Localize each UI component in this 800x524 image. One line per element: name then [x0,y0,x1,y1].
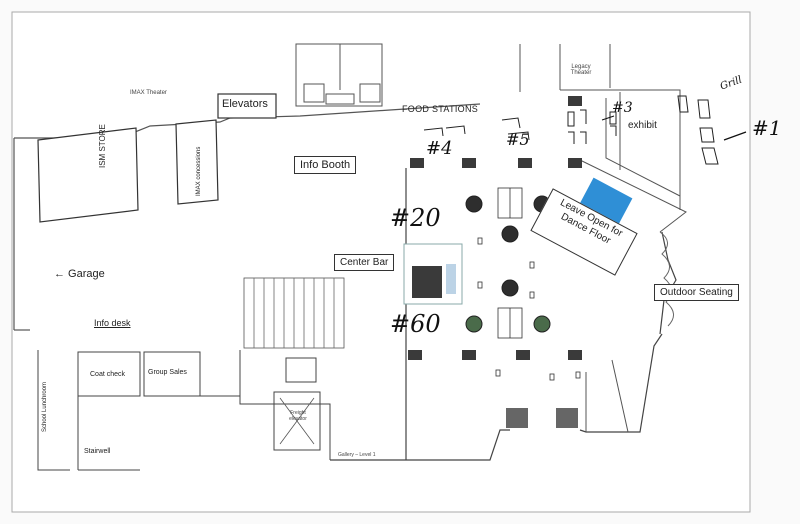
garage-label: ← Garage [54,268,105,280]
elevators-label: Elevators [222,98,268,110]
group-sales-label: Group Sales [148,369,187,376]
tables-20-annotation: #20 [390,204,441,232]
elevators-room [217,93,277,119]
center-bar-label: Center Bar [334,254,395,271]
station-3-annotation: #3 [612,100,633,116]
staircase [243,277,345,349]
food-stations-label: FOOD STATIONS [402,104,479,114]
main-hall-walls [330,168,677,461]
info-booth-label: Info Booth [294,156,357,174]
dance-floor [577,177,633,229]
outdoor-seating-label: Outdoor Seating [654,284,739,301]
freight-elevator-mark [279,397,315,445]
imax-concessions-room [175,119,219,205]
long-tables [497,187,523,339]
ism-store-label: ISM STORE [98,124,107,168]
tables-60-annotation: #60 [390,310,441,338]
imax-concessions-label: IMAX concessions [196,146,202,196]
handwritten-arrow [723,131,747,141]
entrance-blocks [506,408,578,428]
handwritten-pointer-3 [601,115,615,121]
center-bar-side [446,264,456,294]
food-station-tables [423,95,719,165]
imax-theater-label: IMAX Theater [130,90,167,96]
dark-squares [408,96,582,360]
school-lunchroom-label: School Lunchroom [42,381,48,432]
ism-store-room [37,127,139,223]
info-desk-label: Info desk [94,318,131,328]
coat-check-label: Coat check [90,371,126,378]
center-bar-counter [412,266,442,298]
stairwell-label: Stairwell [84,448,111,455]
legacy-theater-label: Legacy Theater [570,64,592,76]
gallery-level-label: Gallery – Level 1 [338,452,376,458]
exhibit-label: exhibit [628,120,657,131]
chair-markers [477,237,581,381]
station-4-annotation: #4 [426,138,453,159]
station-1-annotation: #1 [752,116,782,140]
outdoor-boundary [659,231,674,327]
freight-elevator-label: Freight elevator [289,410,307,422]
station-5-annotation: #5 [506,130,530,149]
bottom-left-rooms [37,350,331,471]
right-structure [519,44,687,233]
imax-elevator-block [295,43,383,107]
bottom-right-rooms [585,359,629,433]
